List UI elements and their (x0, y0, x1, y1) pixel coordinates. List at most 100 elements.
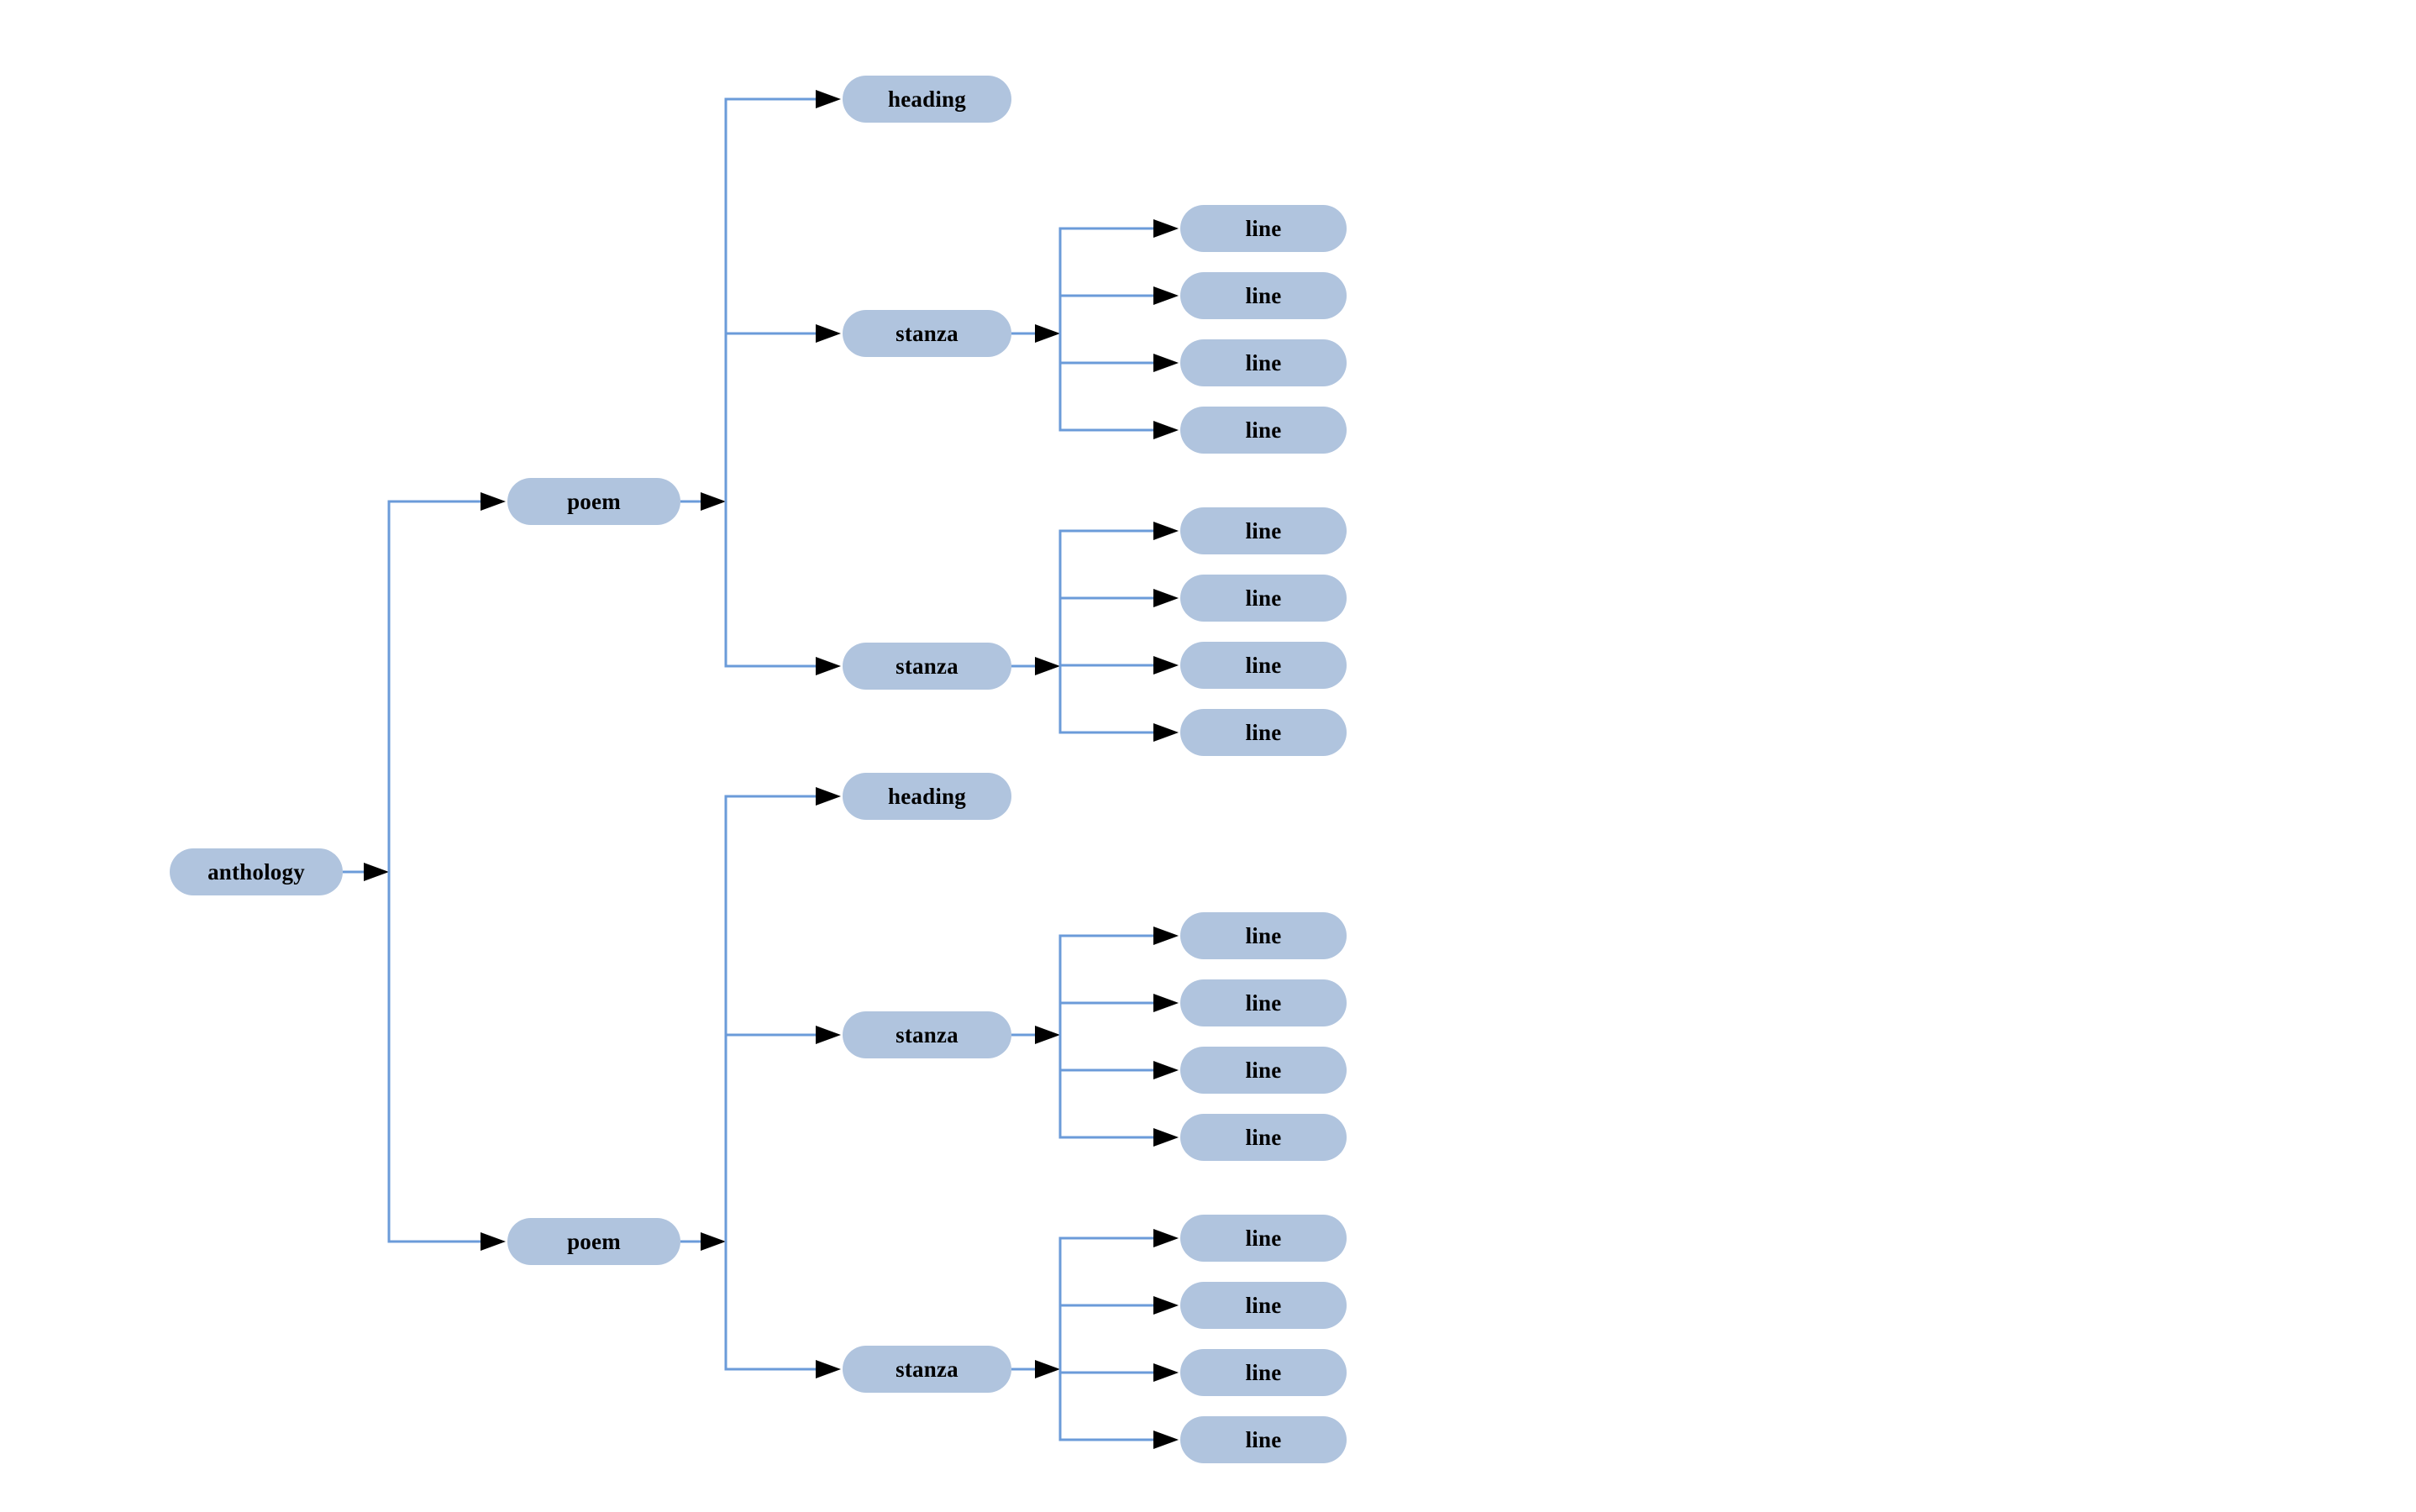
node-line-9[interactable]: line (1180, 912, 1347, 959)
node-line-8-label: line (1245, 719, 1282, 745)
node-stanza-3[interactable]: stanza (843, 1011, 1011, 1058)
node-line-16[interactable]: line (1180, 1416, 1347, 1463)
node-poem-2[interactable]: poem (507, 1218, 680, 1265)
edge-stanza-2-line-1 (1060, 522, 1179, 540)
edge-stanza-2-to-fork (1011, 657, 1060, 675)
node-line-3[interactable]: line (1180, 339, 1347, 386)
edge-stanza-4-to-fork (1011, 1360, 1060, 1378)
node-stanza-2-label: stanza (895, 653, 959, 679)
edge-stanza-2-line-1-arrowhead (1153, 522, 1179, 540)
edge-stanza-3-line-4 (1060, 1128, 1179, 1147)
edge-root-to-poem-1-arrowhead (481, 492, 506, 511)
node-stanza-4[interactable]: stanza (843, 1346, 1011, 1393)
node-line-4-label: line (1245, 417, 1282, 443)
edge-root-to-poem-2 (389, 1232, 506, 1251)
node-line-1-label: line (1245, 215, 1282, 241)
edge-poem-1-to-stanza-1-arrowhead (816, 324, 841, 343)
edge-poem-2-to-heading (726, 787, 841, 806)
node-line-7-label: line (1245, 652, 1282, 678)
node-line-15-label: line (1245, 1359, 1282, 1385)
edge-poem-1-to-stanza-1 (726, 324, 841, 343)
edge-poem-2-to-fork (680, 1232, 726, 1251)
edge-poem-2-to-fork-arrowhead (701, 1232, 726, 1251)
node-line-5-label: line (1245, 517, 1282, 543)
edge-stanza-2-line-3-arrowhead (1153, 656, 1179, 675)
edge-stanza-4-line-1-arrowhead (1153, 1229, 1179, 1247)
node-line-13-label: line (1245, 1225, 1282, 1251)
node-stanza-4-label: stanza (895, 1356, 959, 1382)
edge-stanza-3-line-1-arrowhead (1153, 927, 1179, 945)
node-line-6-label: line (1245, 585, 1282, 611)
edge-anthology-to-fork (343, 863, 389, 881)
node-stanza-3-label: stanza (895, 1021, 959, 1047)
node-line-11-label: line (1245, 1057, 1282, 1083)
node-line-1[interactable]: line (1180, 205, 1347, 252)
node-heading-2[interactable]: heading (843, 773, 1011, 820)
node-line-11[interactable]: line (1180, 1047, 1347, 1094)
edge-stanza-1-line-3-arrowhead (1153, 354, 1179, 372)
edge-stanza-2-line-4 (1060, 723, 1179, 742)
edge-stanza-1-to-fork-arrowhead (1035, 324, 1060, 343)
edge-anthology-to-fork-arrowhead (364, 863, 389, 881)
edge-poem-1-to-heading-arrowhead (816, 90, 841, 108)
edge-stanza-4-to-fork-arrowhead (1035, 1360, 1060, 1378)
edge-poem-1-to-fork (680, 492, 726, 511)
node-stanza-2[interactable]: stanza (843, 643, 1011, 690)
edge-stanza-4-line-4 (1060, 1431, 1179, 1449)
node-line-3-label: line (1245, 349, 1282, 375)
node-line-12-label: line (1245, 1124, 1282, 1150)
node-line-4[interactable]: line (1180, 407, 1347, 454)
edge-poem-2-to-stanza-1-arrowhead (816, 1026, 841, 1044)
edge-stanza-3-line-2 (1060, 994, 1179, 1012)
node-line-14-label: line (1245, 1292, 1282, 1318)
edge-stanza-1-line-2 (1060, 286, 1179, 305)
edge-stanza-1-line-4-arrowhead (1153, 421, 1179, 439)
node-poem-1[interactable]: poem (507, 478, 680, 525)
edge-stanza-4-line-3-arrowhead (1153, 1363, 1179, 1382)
edge-stanza-3-to-fork (1011, 1026, 1060, 1044)
edge-stanza-3-line-3 (1060, 1061, 1179, 1079)
node-line-10[interactable]: line (1180, 979, 1347, 1026)
edge-poem-2-to-heading-arrowhead (816, 787, 841, 806)
edge-stanza-3-line-2-arrowhead (1153, 994, 1179, 1012)
edge-stanza-1-to-fork (1011, 324, 1060, 343)
edge-stanza-4-line-2-arrowhead (1153, 1296, 1179, 1315)
edge-stanza-1-line-3 (1060, 354, 1179, 372)
edge-poem-1-to-fork-arrowhead (701, 492, 726, 511)
edge-stanza-4-line-1 (1060, 1229, 1179, 1247)
node-line-10-label: line (1245, 990, 1282, 1016)
edge-stanza-3-line-4-arrowhead (1153, 1128, 1179, 1147)
edge-stanza-2-line-3 (1060, 656, 1179, 675)
edge-stanza-4-line-4-arrowhead (1153, 1431, 1179, 1449)
node-poem-2-label: poem (567, 1228, 621, 1254)
edge-stanza-1-line-4 (1060, 421, 1179, 439)
edge-stanza-3-line-3-arrowhead (1153, 1061, 1179, 1079)
edge-stanza-2-line-4-arrowhead (1153, 723, 1179, 742)
edge-stanza-4-line-2 (1060, 1296, 1179, 1315)
node-line-8[interactable]: line (1180, 709, 1347, 756)
edge-stanza-3-to-fork-arrowhead (1035, 1026, 1060, 1044)
node-line-2[interactable]: line (1180, 272, 1347, 319)
node-anthology[interactable]: anthology (170, 848, 343, 895)
node-line-14[interactable]: line (1180, 1282, 1347, 1329)
edge-poem-2-to-stanza-2 (726, 1360, 841, 1378)
node-heading-1[interactable]: heading (843, 76, 1011, 123)
node-line-13[interactable]: line (1180, 1215, 1347, 1262)
edge-poem-2-to-stanza-1 (726, 1026, 841, 1044)
node-stanza-1-label: stanza (895, 320, 959, 346)
edge-stanza-3-line-1 (1060, 927, 1179, 945)
edge-poem-1-to-heading (726, 90, 841, 108)
node-stanza-1[interactable]: stanza (843, 310, 1011, 357)
node-line-6[interactable]: line (1180, 575, 1347, 622)
node-line-7[interactable]: line (1180, 642, 1347, 689)
edge-stanza-2-line-2-arrowhead (1153, 589, 1179, 607)
edge-stanza-2-to-fork-arrowhead (1035, 657, 1060, 675)
edge-poem-1-to-stanza-2 (726, 657, 841, 675)
node-line-12[interactable]: line (1180, 1114, 1347, 1161)
node-line-15[interactable]: line (1180, 1349, 1347, 1396)
node-line-2-label: line (1245, 282, 1282, 308)
edge-root-to-poem-2-arrowhead (481, 1232, 506, 1251)
node-line-5[interactable]: line (1180, 507, 1347, 554)
edge-stanza-4-line-3 (1060, 1363, 1179, 1382)
